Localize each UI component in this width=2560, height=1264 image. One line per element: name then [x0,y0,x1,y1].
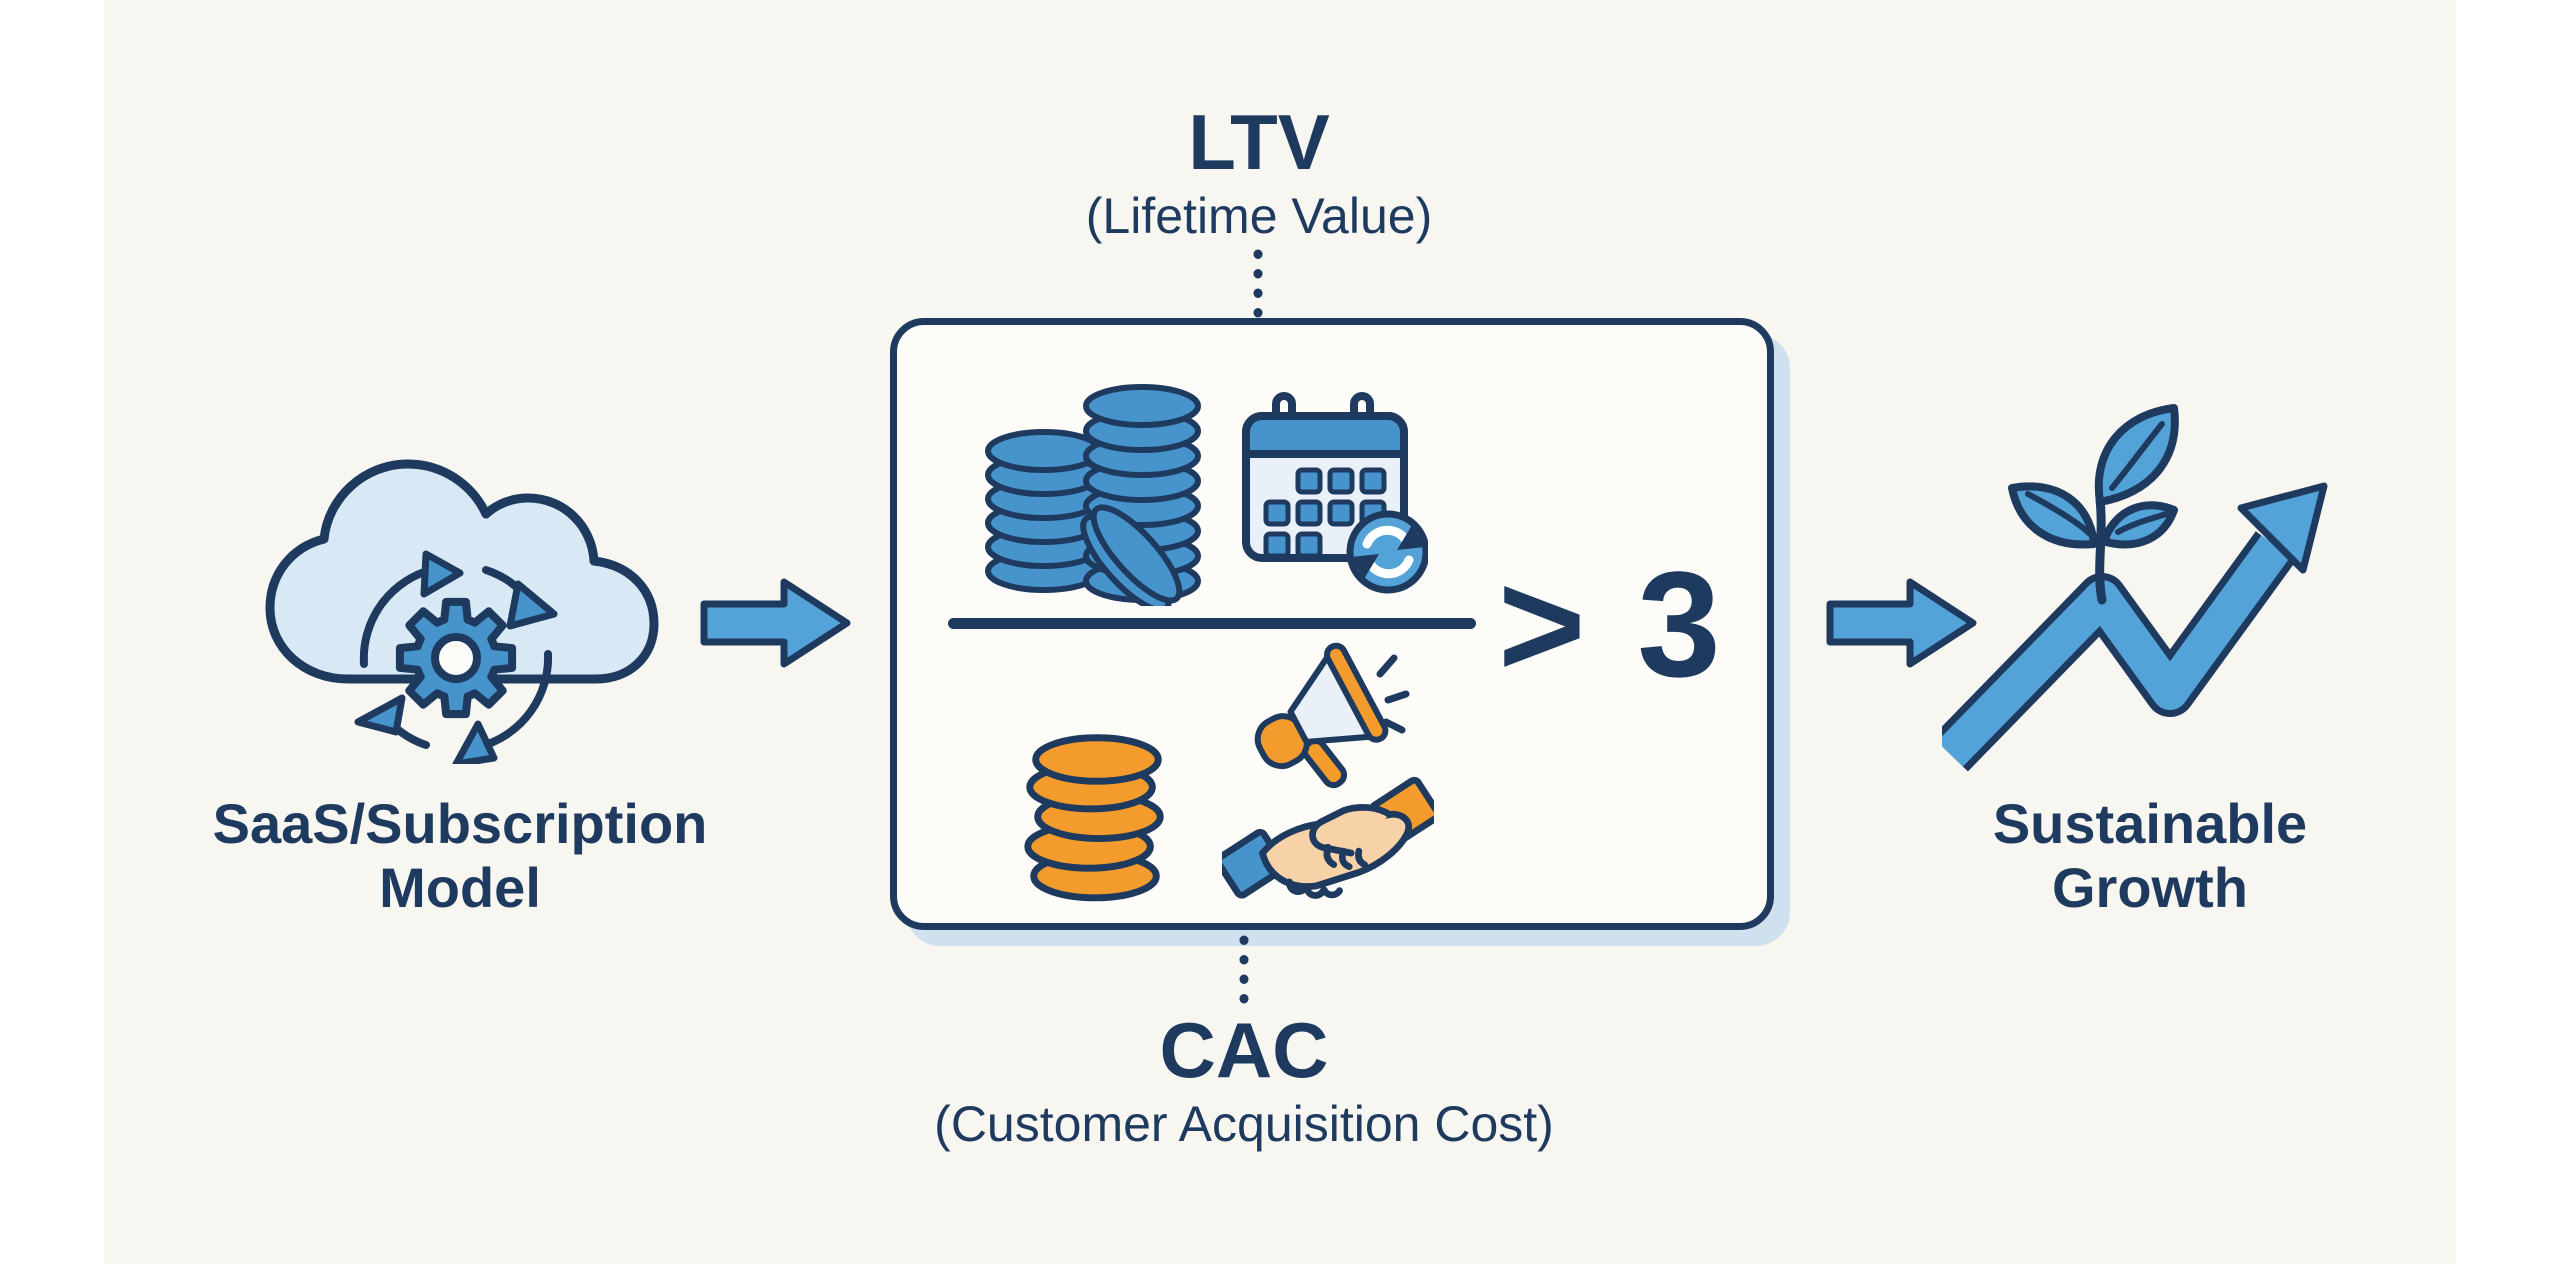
flow-arrow-right-icon [1826,578,1977,668]
sustainable-growth-label: Sustainable Growth [1840,792,2460,920]
cac-label: CAC [1159,1006,1329,1094]
ltv-label-block: LTV (Lifetime Value) [944,98,1574,245]
ltv-label: LTV [1188,98,1330,186]
cac-sublabel: (Customer Acquisition Cost) [934,1095,1554,1152]
fraction-divider [948,618,1476,629]
recurring-calendar-icon [1242,392,1428,594]
handshake-icon [1222,776,1434,899]
cloud-subscription-icon [265,459,659,764]
sustainable-growth-label-line2: Growth [2052,855,2248,919]
cycle-arc [478,650,553,750]
dotted-connector-top [1253,249,1263,320]
plant-stem [2095,495,2107,605]
cycle-arc [359,565,438,668]
ltv-sublabel: (Lifetime Value) [1085,187,1433,244]
saas-model-label-line2: Model [379,855,541,919]
cycle-arrowhead-icon [506,580,558,630]
cycle-arrowhead-icon [452,720,498,764]
growth-arrow-icon [1942,404,2328,772]
saas-model-label: SaaS/Subscription Model [150,792,770,920]
plant-leaves [2008,404,2179,549]
cycle-arrowhead-icon [354,694,406,736]
cycle-arrowhead-icon [420,550,464,598]
megaphone-icon [1254,642,1410,789]
cac-label-block: CAC (Customer Acquisition Cost) [894,1006,1594,1153]
saas-model-label-line1: SaaS/Subscription [212,792,708,855]
sustainable-growth-label-line1: Sustainable [1992,792,2308,855]
refresh-icon [1346,510,1428,594]
flow-arrow-left-icon [700,578,851,668]
orange-coins-icon [1024,734,1164,902]
blue-coins-icon [985,384,1201,606]
gear-hub [431,633,481,683]
dotted-connector-bottom [1239,935,1249,1012]
ratio-threshold: > 3 [1498,540,1726,708]
sound-waves [1376,654,1410,734]
